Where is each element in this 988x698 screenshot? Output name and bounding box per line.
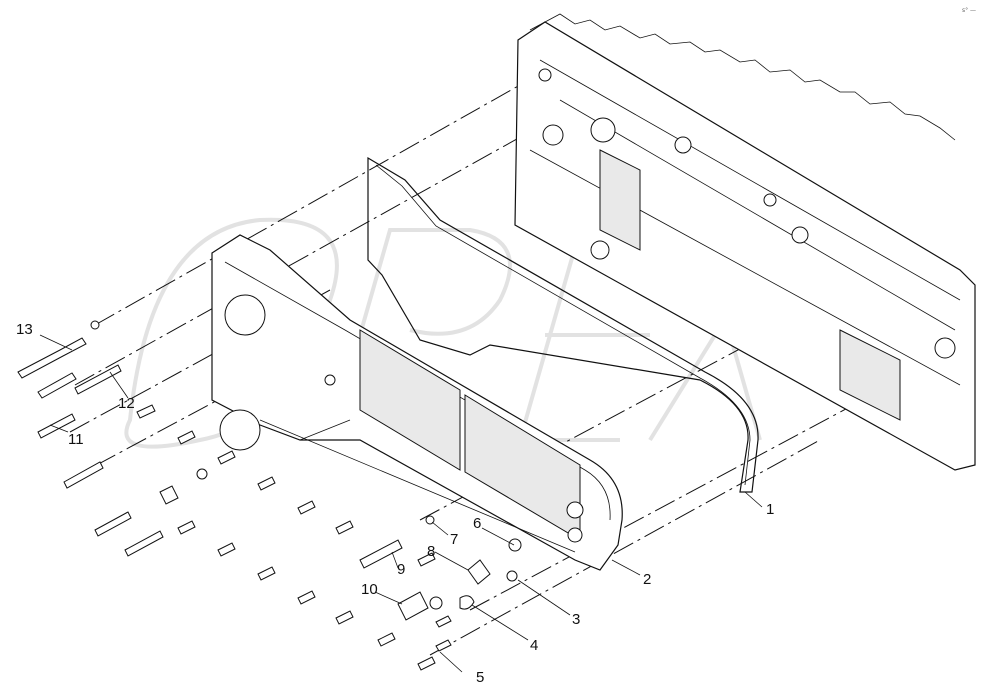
callout-7: 7 (450, 531, 458, 548)
fittings (359, 515, 522, 621)
elbow-fitting-8 (467, 559, 491, 585)
cap-4 (459, 595, 475, 610)
callout-12: 12 (118, 395, 135, 412)
callout-labels: 13 12 11 1 2 3 4 5 6 7 8 9 10 (16, 321, 774, 686)
seal-ring-6 (508, 538, 522, 552)
corner-mark: s° — (962, 7, 976, 14)
side-cover-part-2 (211, 234, 623, 571)
plug-10 (397, 591, 429, 621)
callout-1: 1 (766, 501, 774, 518)
callout-6: 6 (473, 515, 481, 532)
bolt-set (17, 320, 452, 671)
gasket-part-1 (367, 156, 759, 493)
engine-block (514, 13, 976, 471)
callout-4: 4 (530, 637, 538, 654)
callout-13: 13 (16, 321, 33, 338)
callout-5: 5 (476, 669, 484, 686)
washer-3 (506, 570, 518, 582)
callout-2: 2 (643, 571, 651, 588)
callout-9: 9 (397, 561, 405, 578)
callout-3: 3 (572, 611, 580, 628)
leader-lines (39, 334, 763, 673)
washer-10 (429, 596, 443, 610)
callout-10: 10 (361, 581, 378, 598)
callout-11: 11 (68, 431, 84, 448)
stud-9 (359, 539, 403, 569)
callout-8: 8 (427, 543, 435, 560)
